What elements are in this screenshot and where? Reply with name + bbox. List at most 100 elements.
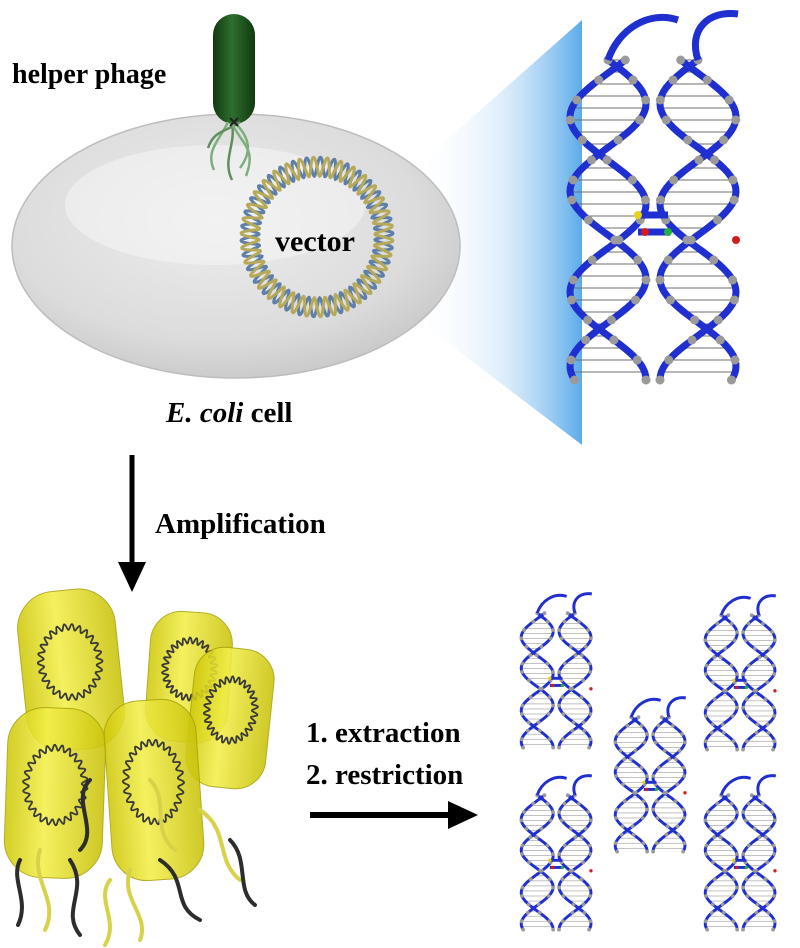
backbone-node: [731, 115, 741, 125]
backbone-node: [645, 849, 650, 854]
backbone-node: [641, 375, 651, 385]
backbone-node: [542, 793, 547, 798]
backbone-node: [752, 826, 757, 831]
backbone-node: [765, 722, 770, 727]
backbone-node: [655, 275, 665, 285]
backbone-node: [664, 355, 674, 365]
backbone-node: [560, 695, 565, 700]
backbone-node: [687, 335, 697, 345]
backbone-node: [669, 175, 679, 185]
backbone-node: [639, 723, 644, 728]
backbone-node: [715, 335, 725, 345]
backbone-node: [581, 678, 586, 683]
backbone-node: [537, 910, 542, 915]
backbone-node: [765, 860, 770, 865]
backbone-node: [588, 670, 593, 674]
backbone-node: [704, 843, 709, 848]
marker-dot: [551, 865, 555, 870]
step-restriction-label: 2. restriction: [306, 759, 463, 791]
backbone-node: [741, 810, 746, 814]
amplification-label: Amplification: [155, 508, 326, 540]
backbone-node: [582, 728, 587, 733]
backbone-node: [731, 739, 736, 744]
backbone-node: [520, 885, 525, 890]
amplification-arrow: [118, 455, 146, 592]
backbone-node: [551, 927, 556, 932]
backbone-node: [641, 799, 646, 804]
backbone-node: [718, 655, 723, 660]
backbone-node: [651, 774, 656, 778]
backbone-node: [772, 818, 777, 823]
marker-dot: [732, 858, 736, 862]
backbone-node: [765, 680, 770, 685]
backbone-node: [588, 919, 593, 924]
backbone-node: [677, 748, 682, 753]
backbone-node: [581, 335, 591, 345]
backbone-node: [746, 621, 751, 626]
backbone-node: [729, 621, 734, 626]
backbone-node: [720, 722, 725, 727]
backbone-node: [764, 655, 768, 660]
backbone-node: [565, 611, 570, 616]
backbone-node: [653, 740, 658, 745]
dna-tail: [756, 774, 776, 796]
backbone-node: [570, 728, 575, 733]
dna-tail: [572, 592, 592, 614]
backbone-node: [729, 843, 734, 848]
backbone-node: [565, 115, 575, 125]
backbone-node: [539, 686, 544, 691]
backbone-node: [746, 801, 751, 806]
backbone-node: [680, 732, 684, 736]
backbone-node: [557, 927, 561, 932]
backbone-node: [557, 628, 562, 632]
backbone-node: [772, 919, 777, 924]
backbone-node: [625, 723, 630, 728]
backbone-node: [771, 885, 776, 890]
backbone-node: [525, 728, 530, 733]
dna-tail: [604, 13, 680, 62]
backbone-node: [710, 902, 715, 907]
backbone-node: [562, 843, 567, 848]
backbone-node: [526, 720, 531, 725]
backbone-node: [704, 663, 709, 668]
backbone-node: [724, 95, 734, 105]
phage-capsid: [185, 646, 275, 790]
backbone-node: [709, 255, 719, 265]
backbone-node: [709, 910, 714, 915]
backbone-node: [723, 826, 728, 831]
backbone-node: [731, 919, 736, 924]
backbone-node: [560, 919, 565, 924]
backbone-node: [668, 75, 678, 85]
marker-dot: [641, 228, 649, 236]
backbone-node: [767, 826, 772, 831]
backbone-node: [723, 868, 728, 873]
backbone-node: [520, 703, 525, 708]
backbone-node: [690, 315, 700, 325]
backbone-node: [757, 835, 762, 840]
backbone-node: [551, 628, 555, 632]
backbone-node: [636, 715, 641, 720]
backbone-node: [641, 275, 651, 285]
backbone-node: [771, 663, 776, 668]
marker-dot: [654, 787, 659, 792]
backbone-node: [712, 877, 717, 882]
tail-fiber: [230, 123, 251, 177]
backbone-node: [567, 195, 577, 205]
backbone-node: [709, 730, 714, 735]
dna-fragment: [703, 594, 777, 752]
backbone-node: [632, 355, 642, 365]
backbone-node: [720, 902, 725, 907]
backbone-node: [542, 611, 547, 616]
backbone-node: [531, 619, 536, 624]
backbone-node: [735, 885, 740, 890]
backbone-node: [524, 826, 529, 831]
marker-dot: [773, 869, 777, 873]
backbone-node: [645, 807, 650, 812]
dna-tail: [629, 697, 662, 718]
backbone-node: [741, 927, 745, 932]
backbone-node: [703, 638, 708, 643]
backbone-node: [583, 826, 588, 831]
backbone-node: [763, 697, 768, 702]
phage-genome-coil: [22, 743, 89, 827]
backbone-node: [661, 115, 671, 125]
